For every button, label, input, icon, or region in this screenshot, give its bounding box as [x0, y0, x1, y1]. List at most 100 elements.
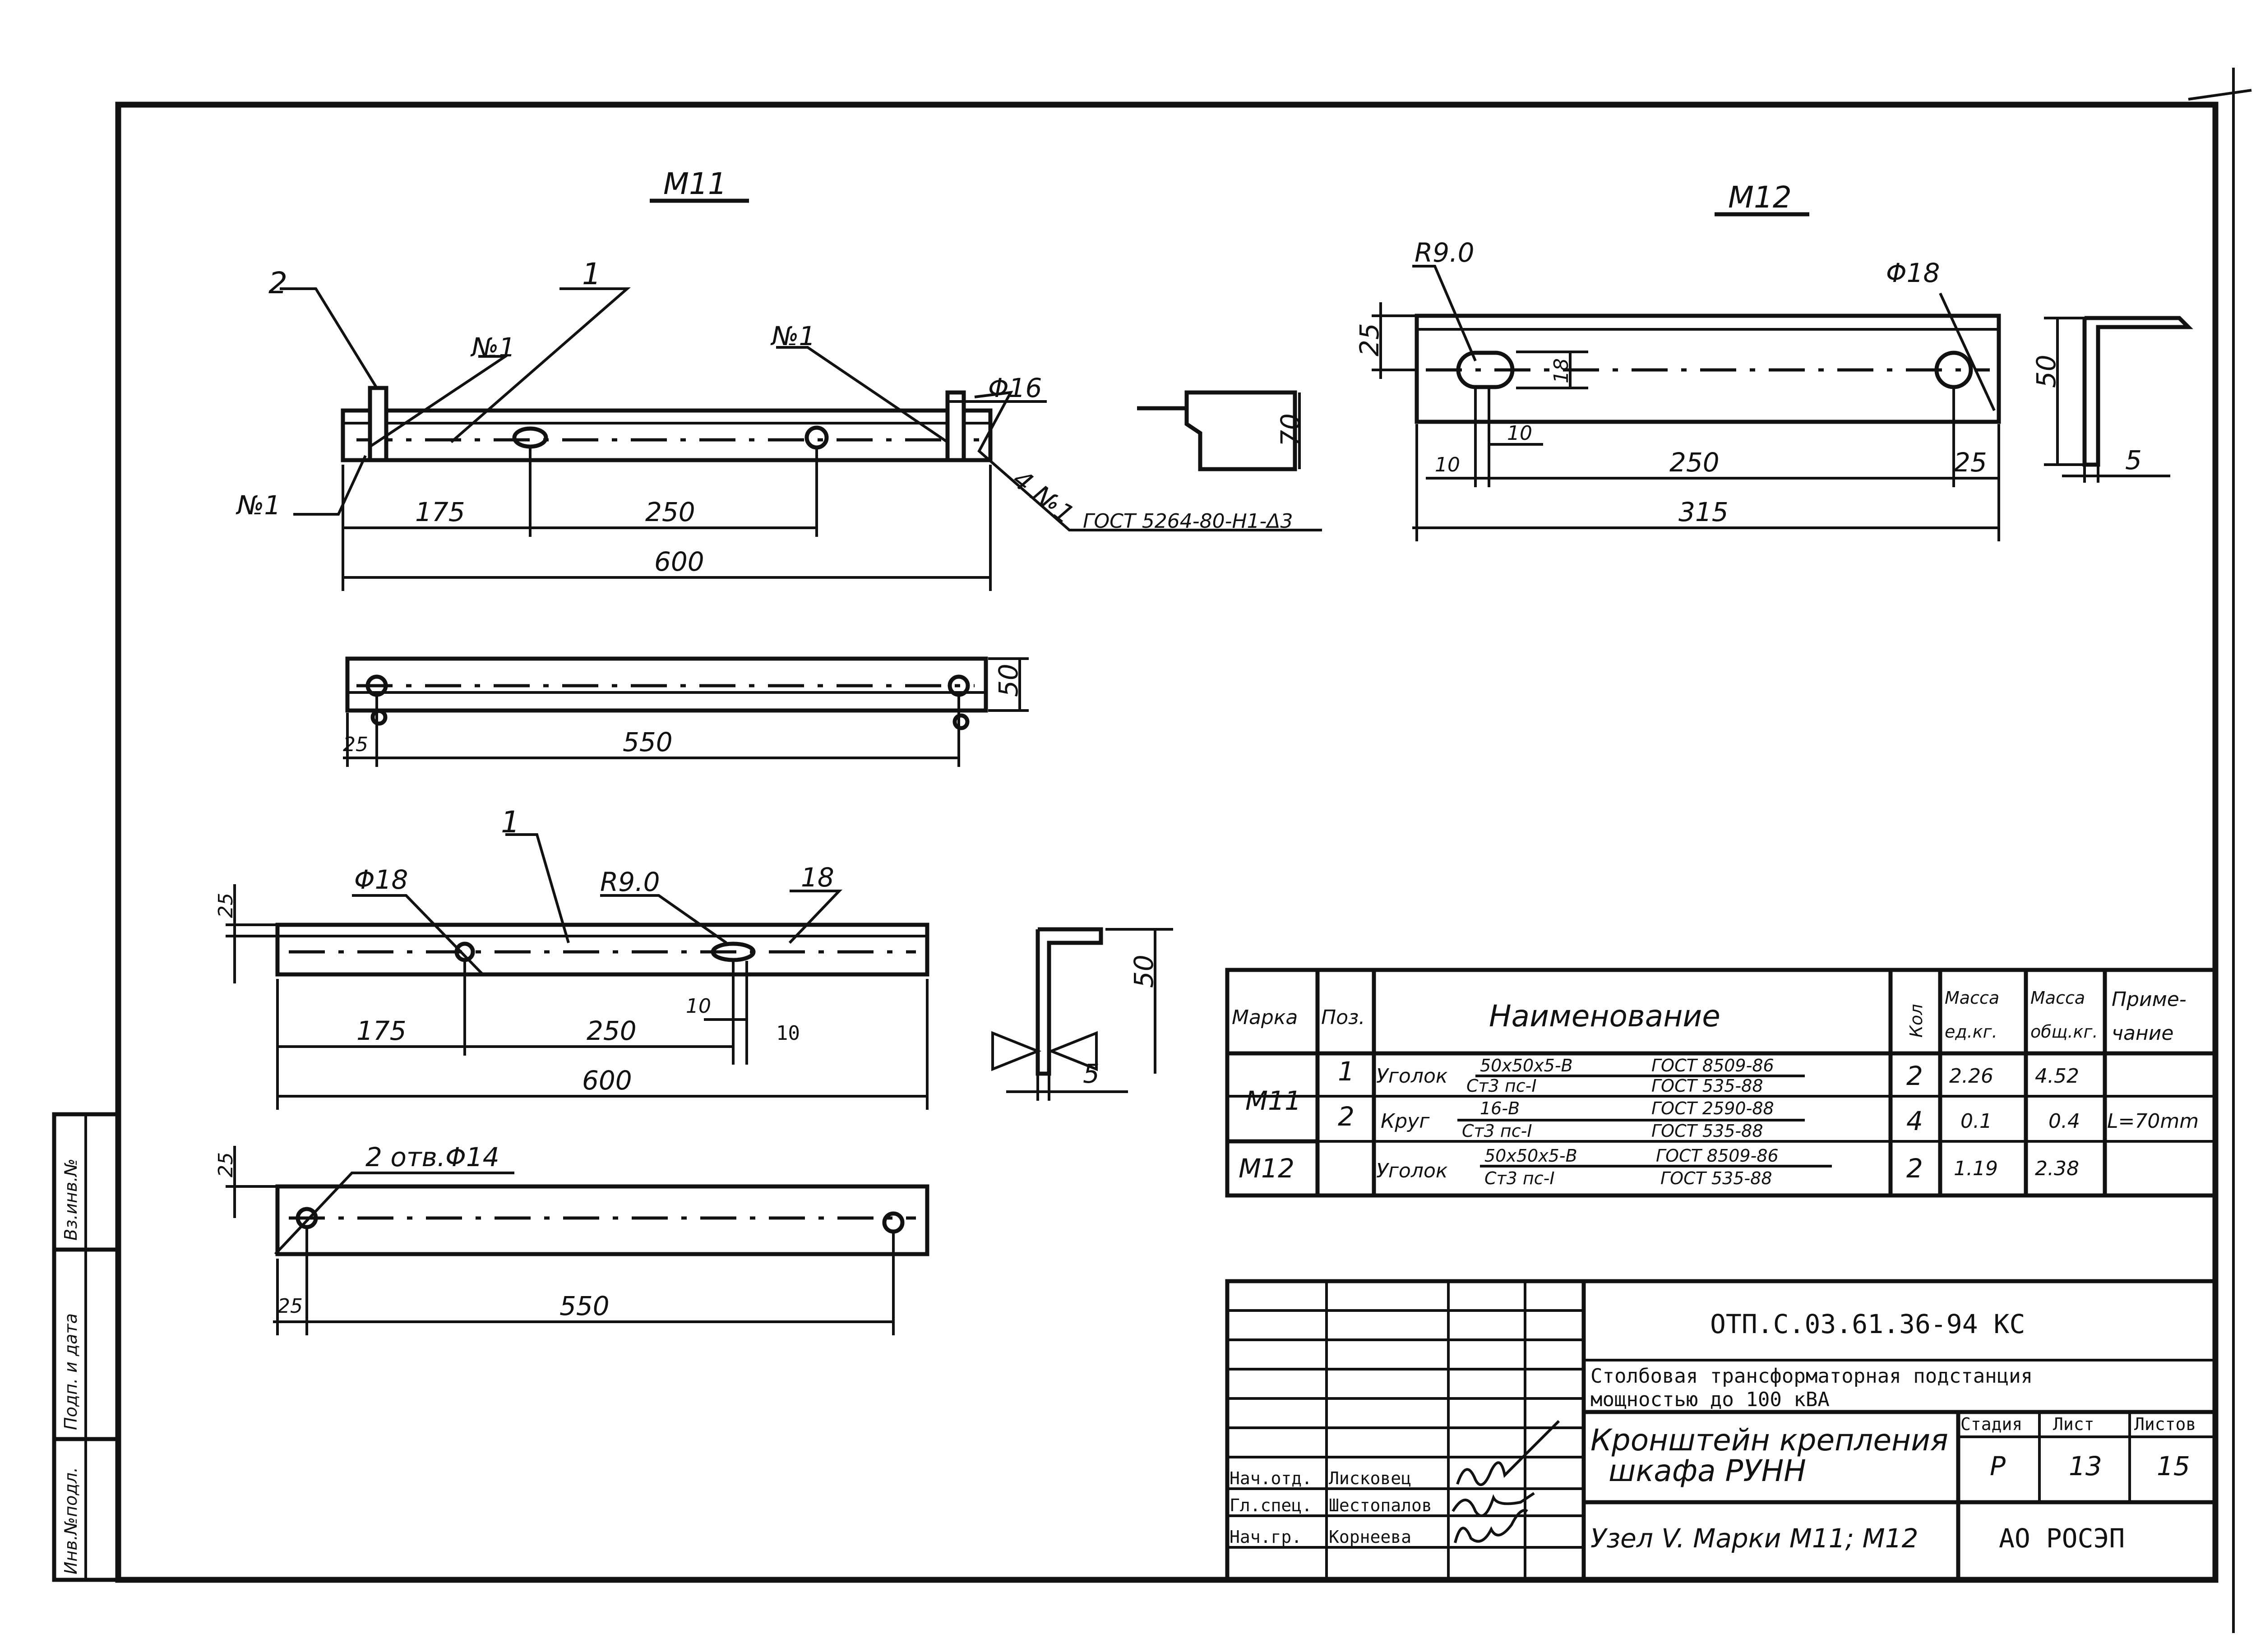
side-stamp-vz: Вз.инв.№ — [61, 1158, 81, 1241]
title-block: ОТП.С.03.61.36-94 КС Столбовая трансформ… — [1225, 1279, 2218, 1582]
row1-pos: 1 — [1338, 1056, 1355, 1087]
signature-2 — [1452, 1492, 1535, 1517]
row1-item: Уголок — [1376, 1065, 1448, 1088]
row1-qty: 2 — [1906, 1061, 1923, 1091]
signature-1 — [1456, 1420, 1560, 1486]
m11-pos2: 2 — [268, 266, 287, 300]
m11-detail-dim175: 175 — [356, 1015, 407, 1046]
m11-dim600: 600 — [654, 546, 704, 577]
m11-plan-dim550: 550 — [623, 727, 673, 757]
m11-weld3: №1 — [236, 490, 281, 521]
row1-mass-total: 4.52 — [2035, 1065, 2079, 1088]
m11-side-profile: 70 — [1137, 390, 1306, 471]
row3-bot: Ст3 пс-I — [1484, 1168, 1555, 1188]
m11-plan2-view: 2 отв.Φ14 25 25 550 — [214, 1142, 929, 1335]
row2-mass-total: 0.4 — [2048, 1110, 2080, 1133]
m12-angle-d5: 5 — [2125, 445, 2142, 475]
m11-detail-d25: 25 — [214, 893, 237, 918]
m11-dia16: Φ16 — [988, 373, 1042, 403]
row2-note: L=70mm — [2107, 1110, 2199, 1133]
sheets-label: Листов — [2134, 1414, 2196, 1434]
spec-table: Марка Поз. Наименование Кол Масса ед.кг.… — [1225, 968, 2218, 1198]
sheet-label: Лист — [2053, 1414, 2094, 1434]
m11-detail-dim600: 600 — [582, 1065, 632, 1096]
m11-dim250: 250 — [645, 497, 695, 527]
m11-plan2-holes: 2 отв.Φ14 — [365, 1142, 499, 1172]
m11-detail-r9: R9.0 — [600, 867, 660, 897]
side-stamp-sign: Подп. и дата — [61, 1313, 81, 1430]
row3-mark: М12 — [1239, 1153, 1294, 1184]
hdr-name: Наименование — [1489, 999, 1720, 1034]
m11-detail-dim250: 250 — [587, 1015, 637, 1046]
sheet-title: Узел V. Марки М11; М12 — [1590, 1523, 1919, 1554]
row2-qty: 4 — [1906, 1106, 1923, 1136]
drawing-title-line-2: шкафа РУНН — [1609, 1454, 1806, 1488]
row3-item: Уголок — [1376, 1159, 1448, 1182]
row3-qty: 2 — [1906, 1153, 1923, 1184]
m12-d18: 18 — [1550, 358, 1573, 383]
person3-role: Нач.гр. — [1230, 1527, 1302, 1547]
row2-item: Круг — [1381, 1110, 1430, 1133]
row1-top-std: ГОСТ 8509-86 — [1651, 1056, 1774, 1075]
side-stamp: Инв.№подл. Подп. и дата Вз.инв.№ — [52, 1112, 120, 1582]
m11-detail-dim10a: 10 — [686, 995, 711, 1018]
m11-weld1: №1 — [470, 332, 515, 363]
m11-detail-pos1: 1 — [501, 805, 520, 840]
stage-label: Стадия — [1960, 1414, 2022, 1434]
project-name: Столбовая трансформаторная подстанция мо… — [1590, 1365, 2045, 1411]
project-line-1: Столбовая трансформаторная подстанция — [1590, 1365, 2033, 1388]
hdr-mass-total-2: общ.кг. — [2030, 1022, 2098, 1042]
m12-front-view: R9.0 Φ18 25 18 10 10 250 25 315 — [1354, 237, 2001, 541]
project-line-2: мощностью до 100 кВА — [1590, 1388, 1830, 1411]
m11-title: М11 — [663, 166, 727, 201]
hdr-mass-unit-1: Масса — [1945, 988, 1999, 1008]
row2-pos: 2 — [1338, 1101, 1355, 1132]
row1-mark: М11 — [1245, 1085, 1301, 1116]
m11-plan-view: 50 25 550 — [343, 656, 1029, 767]
person2-role: Гл.спец. — [1230, 1495, 1312, 1515]
person1-role: Нач.отд. — [1230, 1468, 1312, 1488]
row3-top-std: ГОСТ 8509-86 — [1656, 1146, 1779, 1166]
m11-plan-dim25: 25 — [343, 733, 368, 756]
side-stamp-inv: Инв.№подл. — [61, 1467, 81, 1574]
m12-r9: R9.0 — [1415, 237, 1475, 268]
m11-plan2-d25a: 25 — [214, 1152, 237, 1177]
org-name: АО РОСЭП — [1999, 1523, 2125, 1554]
row1-bot-std: ГОСТ 535-88 — [1651, 1076, 1763, 1096]
m11-detail-view: 1 Φ18 R9.0 18 25 175 250 10 10 600 — [214, 805, 929, 1110]
m11-front-view: 2 1 №1 №1 №1 4 №1 ГОСТ 5264-80-Н1-Δ3 Φ16… — [236, 257, 1322, 591]
m12-angle-d50: 50 — [2031, 355, 2062, 388]
sheets-value: 15 — [2157, 1451, 2190, 1481]
m12-d10b: 10 — [1507, 422, 1532, 445]
m11-plan2-d25b: 25 — [277, 1295, 303, 1318]
signature-3 — [1454, 1509, 1528, 1543]
row2-mass-unit: 0.1 — [1960, 1110, 1992, 1133]
hdr-mark: Марка — [1232, 1006, 1298, 1029]
m12-d10a: 10 — [1435, 453, 1460, 476]
row2-top: 16-В — [1480, 1098, 1520, 1118]
m12-dia18: Φ18 — [1886, 258, 1940, 288]
stage-value: Р — [1990, 1451, 2006, 1481]
person1-name: Лисковец — [1329, 1468, 1411, 1488]
row3-mass-unit: 1.19 — [1954, 1157, 1998, 1180]
row1-mass-unit: 2.26 — [1949, 1065, 1993, 1088]
m11-weld-std: ГОСТ 5264-80-Н1-Δ3 — [1083, 510, 1293, 533]
drawing-title-line-1: Кронштейн крепления — [1590, 1423, 1948, 1458]
row3-bot-std: ГОСТ 535-88 — [1660, 1168, 1772, 1188]
drawing-title: Кронштейн крепления шкафа РУНН — [1590, 1423, 1958, 1488]
person2-name: Шестопалов — [1329, 1495, 1432, 1515]
m11-detail-dia18: Φ18 — [354, 864, 408, 895]
m12-d25b: 25 — [1954, 447, 1987, 478]
m11-pos1: 1 — [582, 257, 601, 291]
m11-plan2-d550: 550 — [559, 1291, 610, 1321]
m11-weld2: №1 — [770, 321, 815, 351]
hdr-qty: Кол — [1906, 1004, 1926, 1038]
sheet-value: 13 — [2069, 1451, 2102, 1481]
row1-bot: Ст3 пс-I — [1466, 1076, 1537, 1096]
m11-detail-dim10b: 10 — [776, 1022, 800, 1045]
m11-detail-d18: 18 — [801, 862, 834, 893]
m11-dim70: 70 — [1275, 413, 1306, 447]
row2-top-std: ГОСТ 2590-88 — [1651, 1098, 1774, 1118]
m11-angle-d5: 5 — [1083, 1058, 1100, 1089]
